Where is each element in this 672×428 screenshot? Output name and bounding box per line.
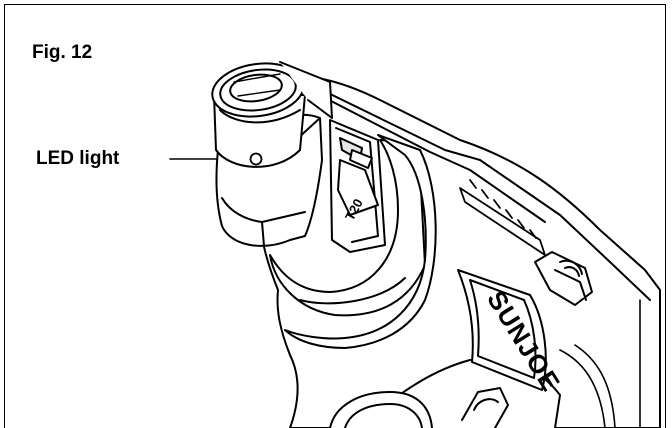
figure-title: Fig. 12 bbox=[32, 42, 93, 63]
rear-knob bbox=[534, 251, 593, 306]
tool-band bbox=[284, 134, 437, 349]
brand-plate bbox=[457, 269, 547, 391]
tool-head-facet-right bbox=[261, 211, 306, 223]
chuck-sleeve bbox=[211, 62, 306, 168]
trigger-area bbox=[329, 387, 509, 428]
led-light-callout-label: LED light bbox=[36, 148, 120, 169]
side-grip-ridges bbox=[559, 299, 641, 428]
led-light bbox=[249, 152, 263, 166]
tool-top-rail bbox=[284, 71, 651, 301]
tool-neck-curve bbox=[269, 139, 426, 317]
tool-top-rail-inner bbox=[299, 84, 546, 223]
chuck-base-ring bbox=[279, 61, 333, 119]
tool-neck-inner bbox=[299, 277, 406, 305]
bit-holder bbox=[329, 119, 386, 253]
